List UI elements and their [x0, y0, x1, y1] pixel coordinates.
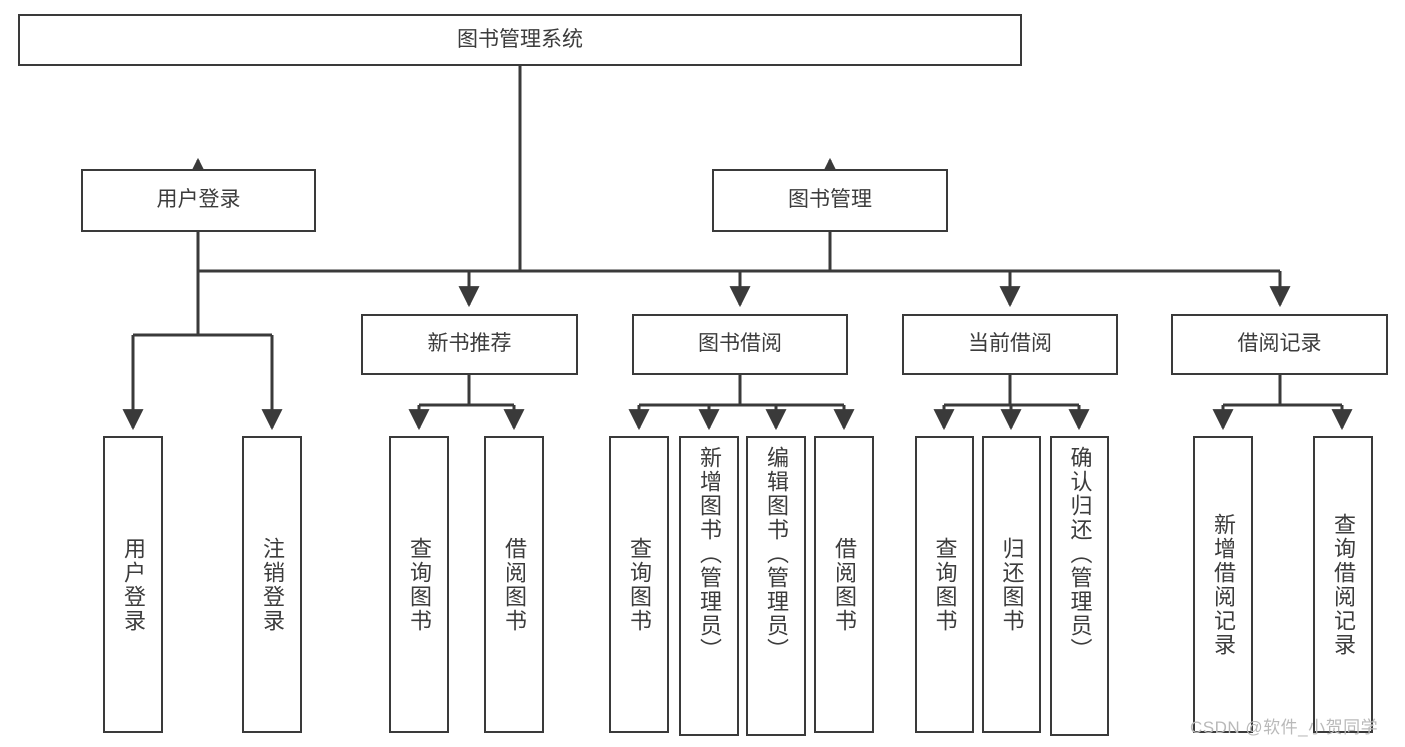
- node-current-borrow-label: 当前借阅: [968, 332, 1052, 356]
- leaf-query-book-current[interactable]: 查询图书: [915, 436, 974, 733]
- leaf-borrow-book-borrow[interactable]: 借阅图书: [814, 436, 874, 733]
- leaf-confirm-return-admin-label: 确认归还（管理员）: [1067, 446, 1093, 662]
- leaf-borrow-book-borrow-label: 借阅图书: [832, 536, 857, 633]
- leaf-query-borrow-record[interactable]: 查询借阅记录: [1313, 436, 1373, 733]
- leaf-add-book-admin[interactable]: 新增图书（管理员）: [679, 436, 739, 736]
- leaf-query-borrow-record-label: 查询借阅记录: [1331, 512, 1356, 657]
- node-book-borrow-label: 图书借阅: [698, 332, 782, 356]
- leaf-user-login[interactable]: 用户登录: [103, 436, 163, 733]
- node-user-login-label: 用户登录: [156, 188, 241, 212]
- leaf-add-borrow-record[interactable]: 新增借阅记录: [1193, 436, 1253, 733]
- leaf-query-book-current-label: 查询图书: [932, 536, 958, 633]
- node-book-management[interactable]: 图书管理: [712, 169, 948, 232]
- node-user-login[interactable]: 用户登录: [81, 169, 316, 232]
- leaf-add-book-admin-label: 新增图书（管理员）: [697, 446, 722, 662]
- leaf-query-book-borrow[interactable]: 查询图书: [609, 436, 669, 733]
- leaf-edit-book-admin[interactable]: 编辑图书（管理员）: [746, 436, 806, 736]
- leaf-user-login-label: 用户登录: [121, 536, 146, 633]
- leaf-logout[interactable]: 注销登录: [242, 436, 302, 733]
- leaf-add-borrow-record-label: 新增借阅记录: [1211, 512, 1236, 657]
- node-borrow-record[interactable]: 借阅记录: [1171, 314, 1388, 375]
- node-new-book-recommend[interactable]: 新书推荐: [361, 314, 578, 375]
- leaf-query-book-recommend-label: 查询图书: [407, 536, 432, 633]
- watermark: CSDN @软件_小贺同学: [1190, 718, 1379, 737]
- leaf-edit-book-admin-label: 编辑图书（管理员）: [764, 446, 789, 662]
- leaf-logout-label: 注销登录: [260, 536, 285, 633]
- node-root-label: 图书管理系统: [457, 27, 583, 51]
- leaf-confirm-return-admin[interactable]: 确认归还（管理员）: [1050, 436, 1109, 736]
- node-borrow-record-label: 借阅记录: [1237, 332, 1322, 356]
- node-book-management-label: 图书管理: [788, 188, 872, 212]
- node-current-borrow[interactable]: 当前借阅: [902, 314, 1118, 375]
- leaf-return-book-label: 归还图书: [999, 536, 1025, 633]
- leaf-query-book-borrow-label: 查询图书: [627, 536, 652, 633]
- leaf-borrow-book-recommend-label: 借阅图书: [502, 536, 527, 633]
- node-root[interactable]: 图书管理系统: [18, 14, 1022, 66]
- leaf-return-book[interactable]: 归还图书: [982, 436, 1041, 733]
- node-book-borrow[interactable]: 图书借阅: [632, 314, 848, 375]
- leaf-query-book-recommend[interactable]: 查询图书: [389, 436, 449, 733]
- leaf-borrow-book-recommend[interactable]: 借阅图书: [484, 436, 544, 733]
- node-new-book-recommend-label: 新书推荐: [427, 332, 512, 356]
